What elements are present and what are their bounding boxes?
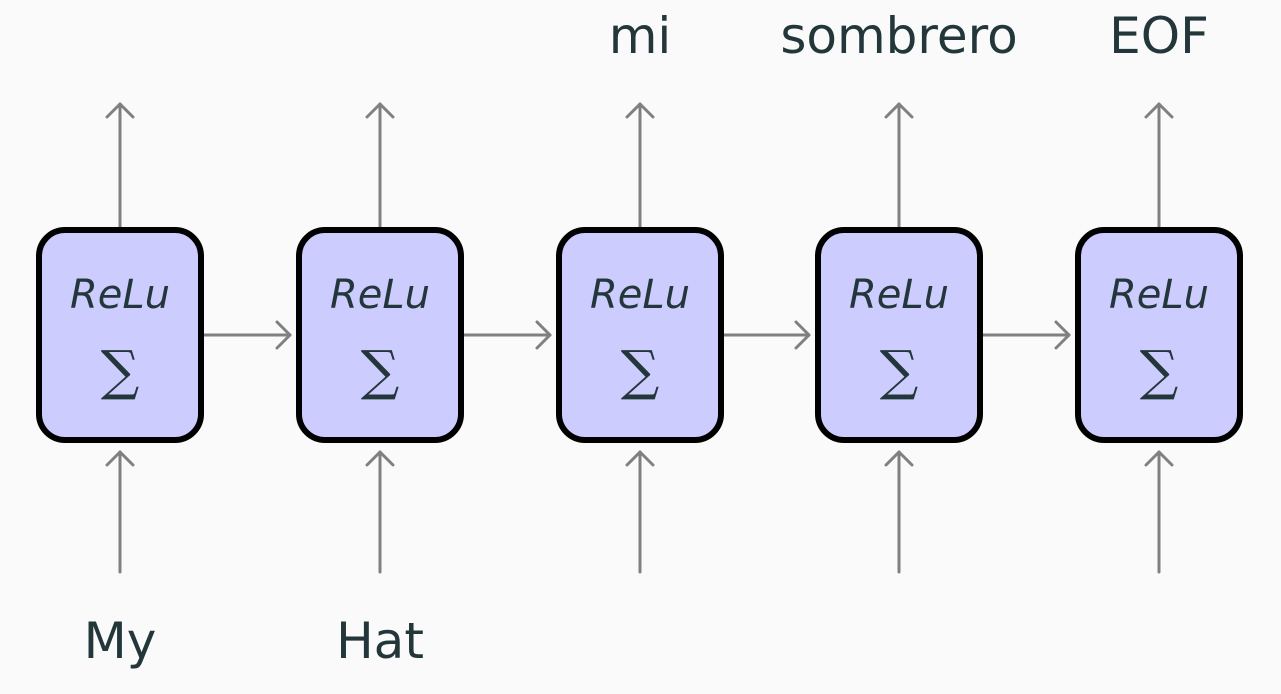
recurrent-arrow-1 xyxy=(202,320,292,350)
input-arrow-5 xyxy=(1144,450,1174,574)
recurrent-arrow-2 xyxy=(462,320,552,350)
activation-label: ReLu xyxy=(849,272,949,318)
rnn-cell-3: ReLu ∑ xyxy=(556,227,724,443)
summation-symbol: ∑ xyxy=(101,339,140,402)
rnn-cell-4: ReLu ∑ xyxy=(815,227,983,443)
cell-box xyxy=(815,227,983,443)
activation-label: ReLu xyxy=(590,272,690,318)
input-word-1: My xyxy=(84,612,157,670)
input-arrow-3 xyxy=(625,450,655,574)
cell-box xyxy=(556,227,724,443)
activation-label: ReLu xyxy=(1109,272,1209,318)
cell-box xyxy=(296,227,464,443)
cell-box xyxy=(1075,227,1243,443)
cell-box xyxy=(36,227,204,443)
input-arrow-4 xyxy=(884,450,914,574)
rnn-cell-1: ReLu ∑ xyxy=(36,227,204,443)
output-arrow-3 xyxy=(625,102,655,229)
recurrent-arrow-3 xyxy=(722,320,811,350)
output-arrow-4 xyxy=(884,102,914,229)
activation-label: ReLu xyxy=(330,272,430,318)
summation-symbol: ∑ xyxy=(621,339,660,402)
summation-symbol: ∑ xyxy=(880,339,919,402)
summation-symbol: ∑ xyxy=(361,339,400,402)
activation-label: ReLu xyxy=(70,272,170,318)
input-word-2: Hat xyxy=(336,612,424,670)
output-arrow-1 xyxy=(105,102,135,229)
summation-symbol: ∑ xyxy=(1140,339,1179,402)
output-word-4: sombrero xyxy=(780,7,1017,65)
output-word-3: mi xyxy=(609,7,672,65)
output-arrow-5 xyxy=(1144,102,1174,229)
rnn-cell-5: ReLu ∑ xyxy=(1075,227,1243,443)
rnn-cell-2: ReLu ∑ xyxy=(296,227,464,443)
input-arrow-1 xyxy=(105,450,135,574)
input-arrow-2 xyxy=(365,450,395,574)
output-arrow-2 xyxy=(365,102,395,229)
output-word-5: EOF xyxy=(1109,7,1209,65)
recurrent-arrow-4 xyxy=(981,320,1071,350)
